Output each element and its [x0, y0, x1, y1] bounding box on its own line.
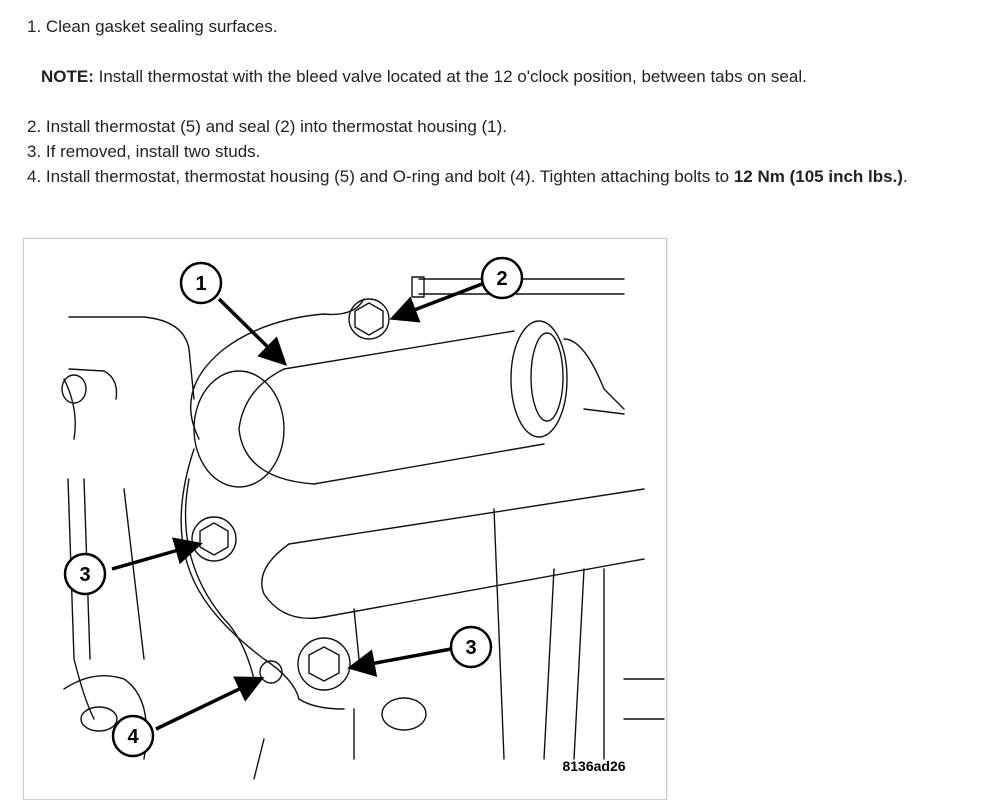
step-number: 2. [27, 117, 42, 136]
note-text: Install thermostat with the bleed valve … [93, 67, 807, 86]
step-number: 4. [27, 167, 42, 186]
callout-label: 3 [79, 564, 90, 586]
step-text: Clean gasket sealing surfaces. [45, 17, 278, 36]
step-number: 3. [27, 142, 42, 161]
callout-label: 3 [465, 637, 476, 659]
note-label: NOTE: [41, 67, 94, 86]
step-text: Install thermostat (5) and seal (2) into… [45, 117, 508, 136]
step-2: 2. Install thermostat (5) and seal (2) i… [27, 117, 507, 137]
note: NOTE: Install thermostat with the bleed … [41, 67, 807, 87]
step-3: 3. If removed, install two studs. [27, 142, 260, 162]
torque-spec: 12 Nm (105 inch lbs.) [733, 167, 903, 186]
step-tail: . [902, 167, 908, 186]
callout-label: 1 [195, 273, 206, 295]
thermostat-housing-figure: 1 2 3 3 4 8136ad26 [23, 238, 667, 800]
figure-id: 8136ad26 [562, 758, 625, 774]
step-number: 1. [27, 17, 42, 36]
step-text: Install thermostat, thermostat housing (… [45, 167, 734, 186]
step-text: If removed, install two studs. [45, 142, 261, 161]
step-1: 1. Clean gasket sealing surfaces. [27, 17, 277, 37]
callout-label: 4 [127, 726, 139, 748]
callout-label: 2 [496, 268, 507, 290]
step-4: 4. Install thermostat, thermostat housin… [27, 167, 908, 187]
thermostat-housing-diagram: 1 2 3 3 4 8136ad26 [61, 256, 665, 780]
